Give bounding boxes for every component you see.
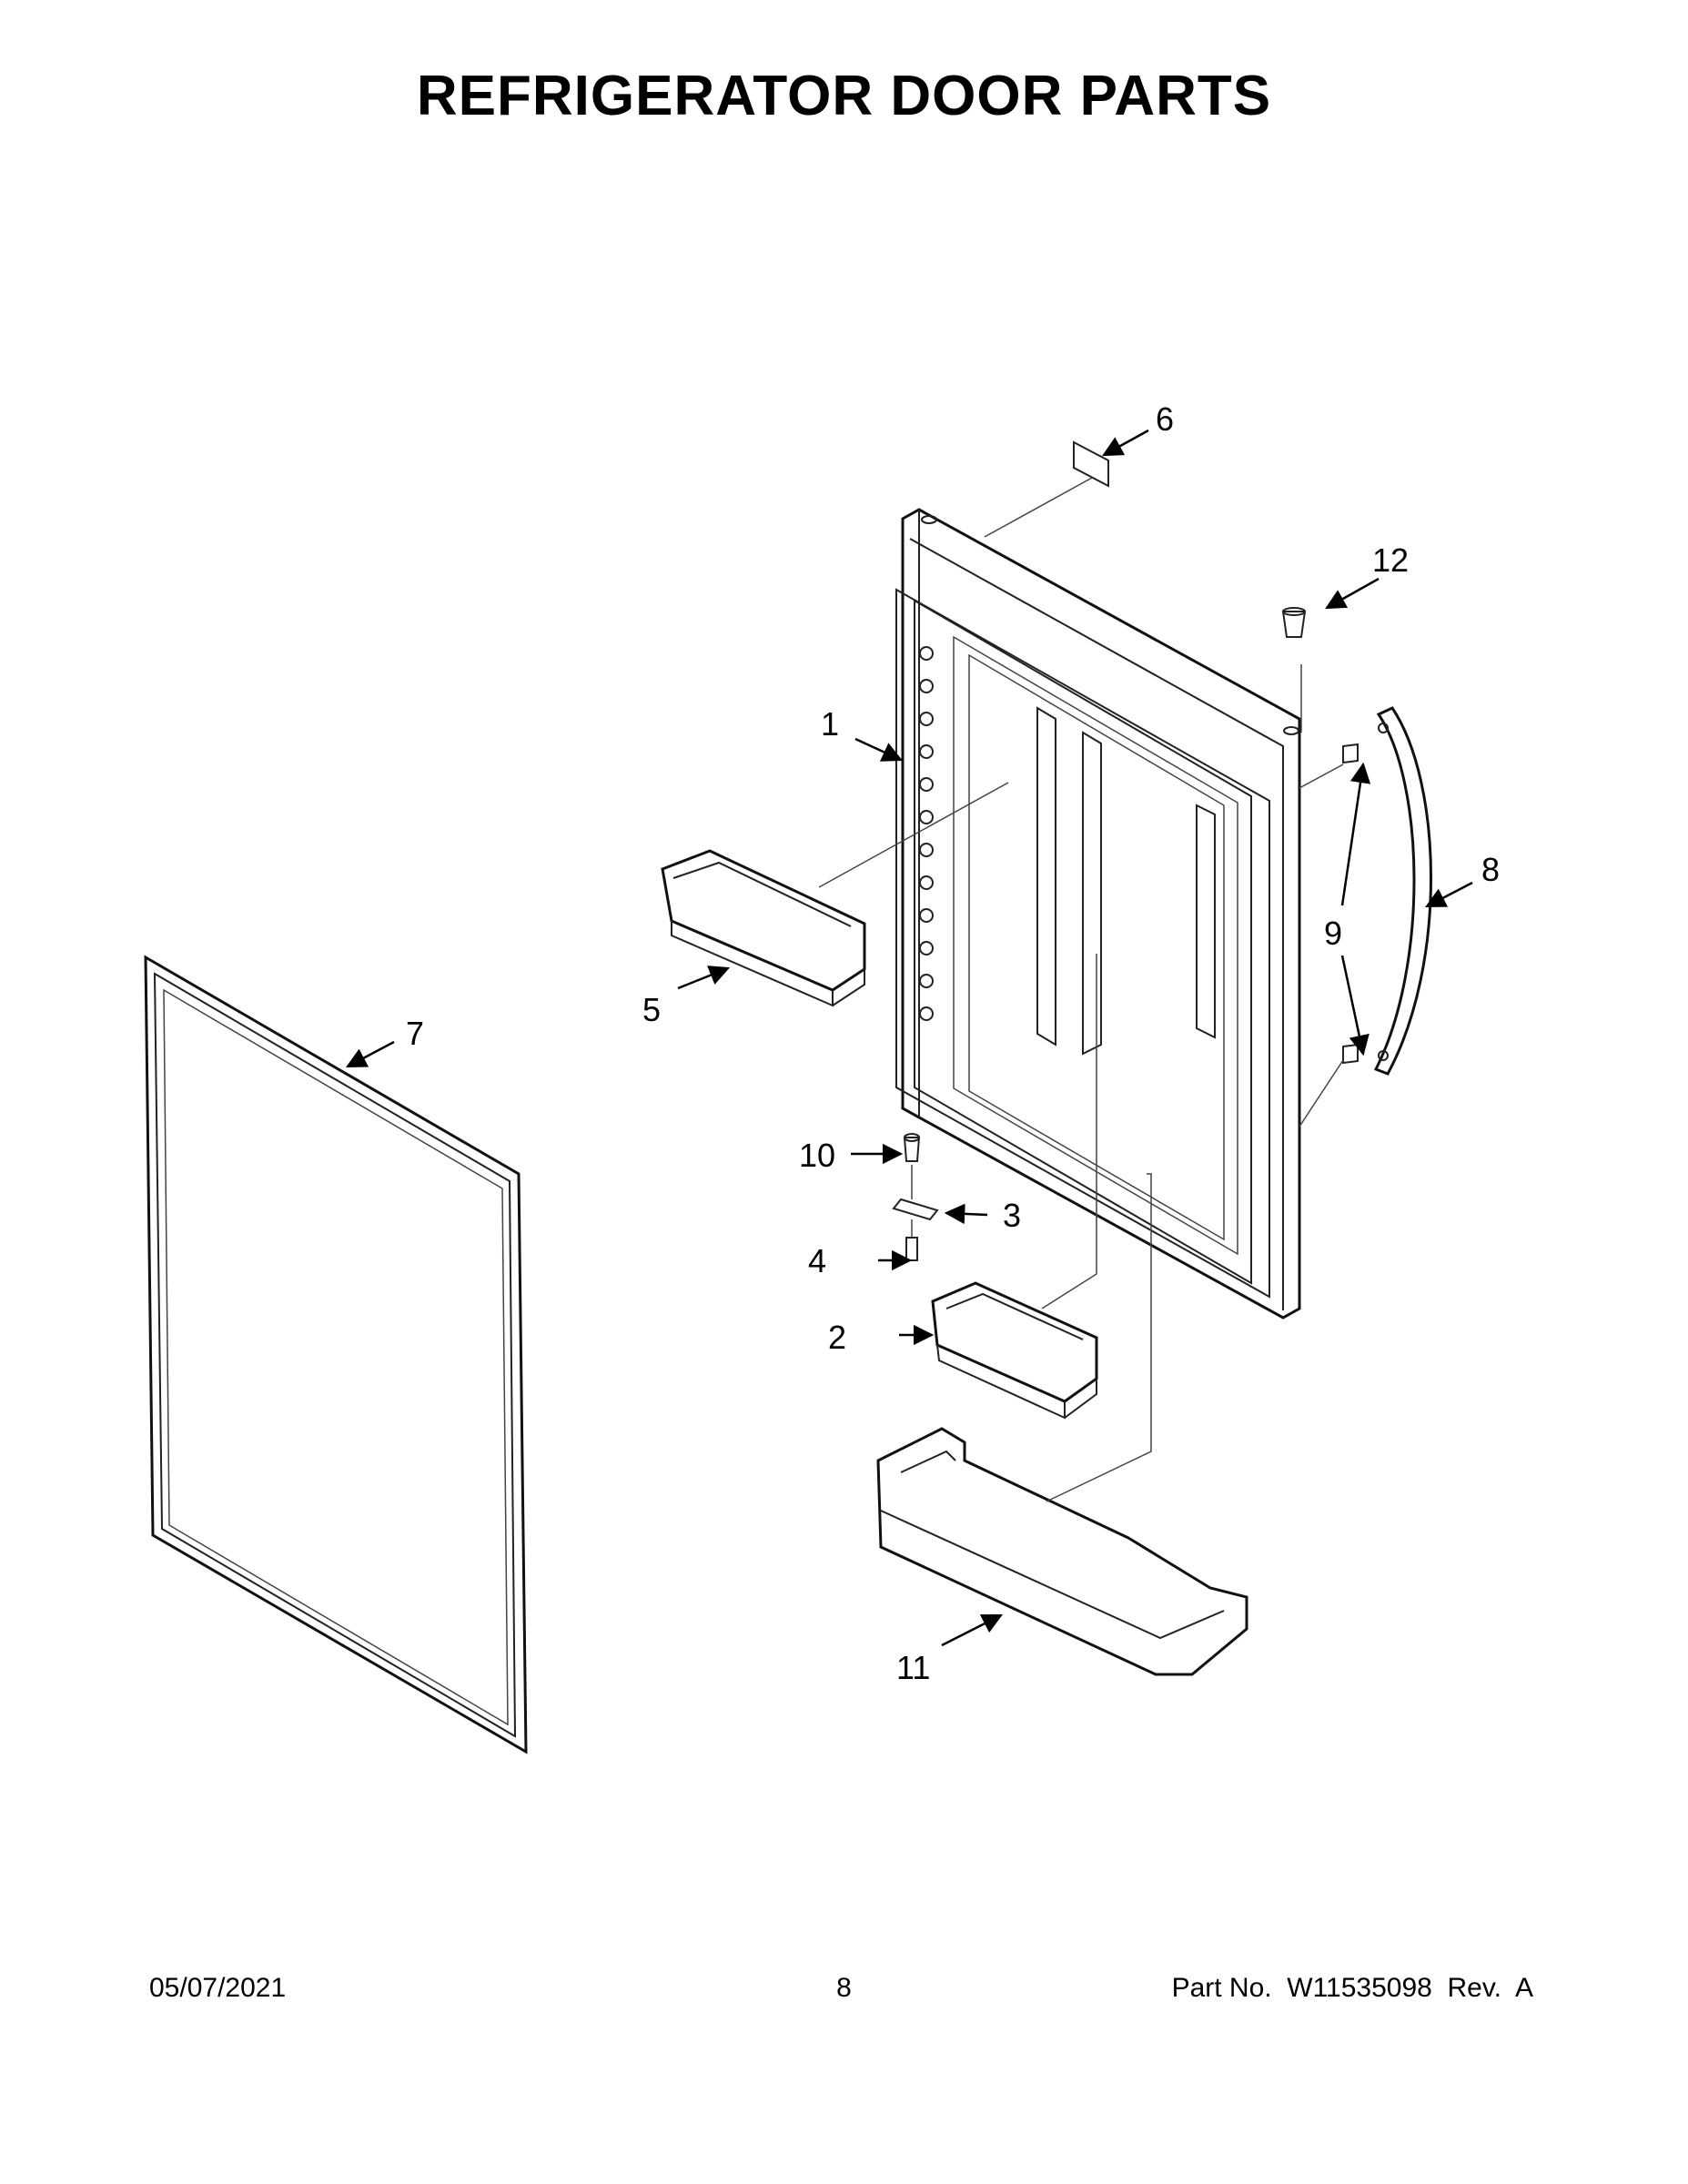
footer-date: 05/07/2021 — [149, 1973, 287, 2003]
callout-8: 8 — [1481, 851, 1500, 888]
callout-1: 1 — [821, 705, 839, 743]
door-handle-part — [1373, 706, 1432, 1076]
page-title: REFRIGERATOR DOOR PARTS — [416, 65, 1272, 127]
callout-arrows — [346, 429, 1473, 1647]
callout-5: 5 — [642, 991, 661, 1028]
hinge-bracket-part — [892, 1198, 939, 1221]
shelf-button-column — [919, 646, 934, 1021]
callout-2: 2 — [828, 1319, 846, 1356]
hinge-pin-part — [903, 1133, 921, 1162]
door-gasket-part — [144, 955, 528, 1754]
bottom-door-bin-part — [876, 1427, 1248, 1676]
footer-page-number: 8 — [836, 1973, 852, 2003]
callout-9: 9 — [1324, 915, 1342, 952]
alignment-lines — [818, 477, 1344, 1502]
callout-6: 6 — [1156, 400, 1174, 438]
lower-door-bin-part — [931, 1281, 1098, 1420]
callout-3: 3 — [1003, 1197, 1021, 1234]
callout-12: 12 — [1372, 541, 1409, 579]
upper-door-bin-part — [661, 849, 866, 1007]
callout-11: 11 — [896, 1649, 930, 1686]
label-part — [1073, 440, 1109, 488]
callout-4: 4 — [808, 1242, 826, 1279]
callout-7: 7 — [406, 1015, 424, 1052]
refrigerator-door-part — [895, 508, 1301, 1320]
footer-part-number: Part No. W11535098 Rev. A — [1171, 1973, 1533, 2003]
callout-10: 10 — [799, 1137, 835, 1174]
hinge-screw-part — [905, 1237, 918, 1261]
plug-part — [1281, 607, 1307, 638]
